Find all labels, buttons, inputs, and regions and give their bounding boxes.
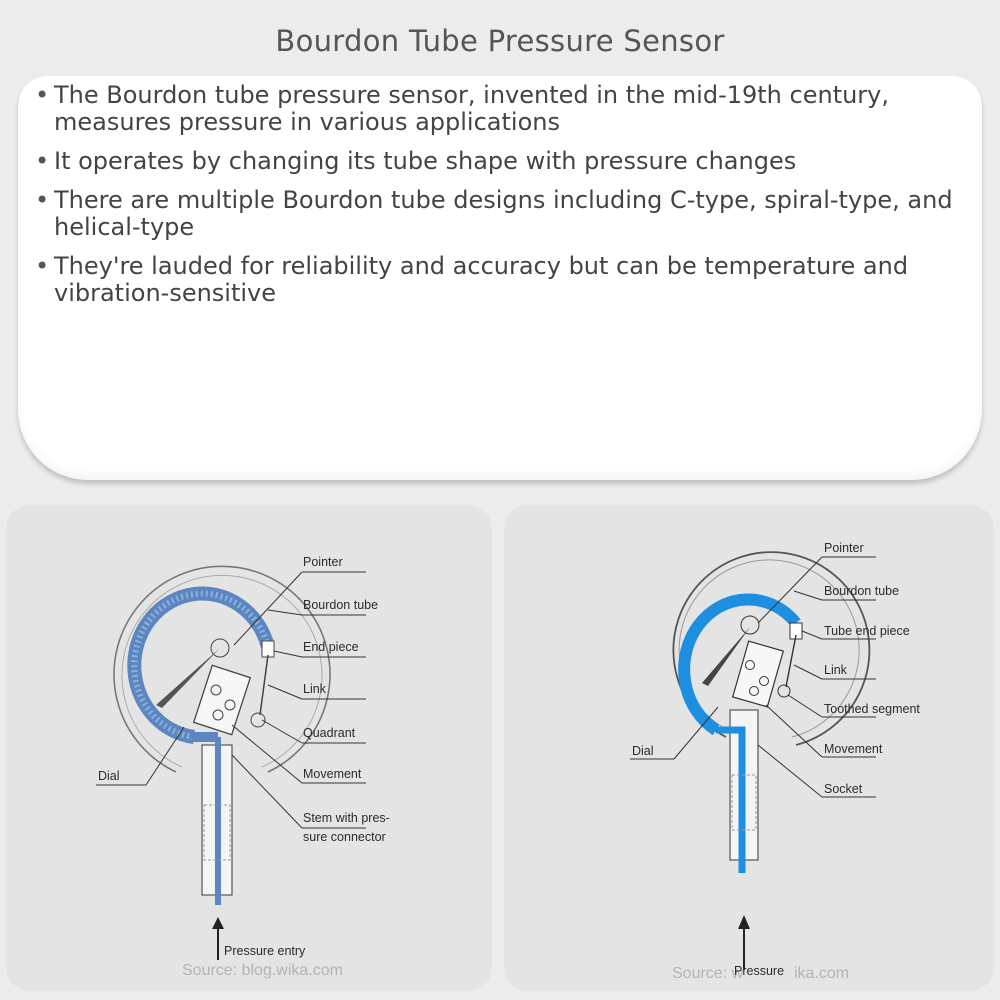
label-link: Link [303, 682, 327, 696]
bullet-item: They're lauded for reliability and accur… [34, 253, 954, 307]
label-end-piece: End piece [303, 640, 359, 654]
label-dial: Dial [632, 744, 654, 758]
label-stem-line2: sure connector [303, 830, 386, 844]
label-link: Link [824, 663, 848, 677]
label-movement: Movement [824, 742, 883, 756]
bourdon-tube-shape [678, 593, 801, 736]
page-title: Bourdon Tube Pressure Sensor [275, 24, 725, 58]
socket-channel [716, 726, 746, 873]
bullet-item: It operates by changing its tube shape w… [34, 148, 954, 176]
left-diagram-panel: Pointer Bourdon tube End piece Link Quad… [6, 505, 492, 991]
end-piece-shape [261, 640, 275, 658]
pointer-spindle [210, 638, 230, 658]
socket-thread [731, 774, 757, 831]
label-pressure-entry: Pressure entry [224, 944, 306, 958]
label-bourdon-tube: Bourdon tube [303, 598, 378, 612]
movement-block [192, 664, 252, 736]
pressure-arrow-head [738, 915, 750, 929]
toothed-segment-pivot [777, 684, 791, 698]
label-pointer: Pointer [824, 541, 864, 555]
left-gauge-diagram: Pointer Bourdon tube End piece Link Quad… [96, 555, 390, 979]
quadrant-pivot [250, 712, 266, 728]
label-toothed-segment: Toothed segment [824, 702, 920, 716]
dial-case-outline [113, 565, 331, 773]
pointer-spindle [740, 615, 760, 635]
dial-case-inner [121, 574, 323, 768]
left-source-caption: Source: blog.wika.com [182, 962, 343, 979]
pointer-needle [702, 627, 750, 686]
label-dial: Dial [98, 769, 120, 783]
link-shape [785, 634, 797, 688]
label-tube-end-piece: Tube end piece [824, 624, 910, 638]
label-movement: Movement [303, 767, 362, 781]
movement-block [731, 640, 785, 708]
pressure-arrow-head [212, 917, 224, 929]
right-diagram-panel: Pointer Bourdon tube Tube end piece Link… [504, 505, 994, 991]
dial-case-outline [672, 551, 871, 746]
bullet-item: There are multiple Bourdon tube designs … [34, 187, 954, 241]
bullet-list: The Bourdon tube pressure sensor, invent… [34, 82, 954, 319]
label-stem-line1: Stem with pres- [303, 811, 390, 825]
stem-thread [203, 804, 231, 861]
label-socket: Socket [824, 782, 863, 796]
pointer-needle [156, 648, 220, 708]
right-source-caption: Source: w [672, 965, 744, 982]
right-gauge-diagram: Pointer Bourdon tube Tube end piece Link… [630, 541, 920, 982]
bourdon-tube-hatch [131, 590, 271, 740]
label-quadrant: Quadrant [303, 726, 356, 740]
label-pressure: Pressure [734, 964, 784, 978]
label-pointer: Pointer [303, 555, 343, 569]
link-shape [259, 654, 269, 716]
right-source-caption-end: ika.com [794, 965, 849, 982]
bullet-item: The Bourdon tube pressure sensor, invent… [34, 82, 954, 136]
label-bourdon-tube: Bourdon tube [824, 584, 899, 598]
